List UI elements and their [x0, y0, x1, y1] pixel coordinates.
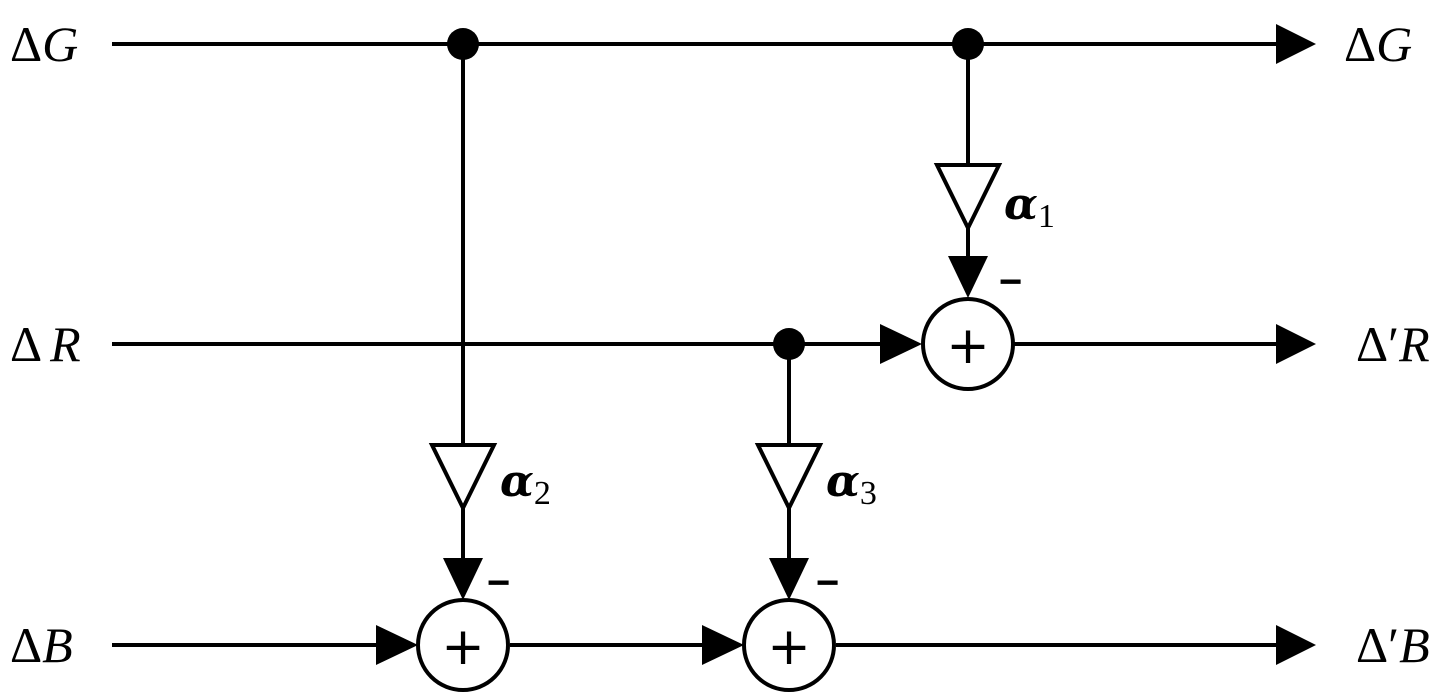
- b-output-arrowhead: [1276, 625, 1316, 665]
- g-junction-dot-1: [447, 28, 479, 60]
- sum-r-plus-sign: +: [946, 316, 990, 376]
- gain-a2-label: α2: [500, 456, 551, 512]
- sum-b2-plus-sign: +: [767, 617, 811, 677]
- gain-a1-triangle: [933, 163, 1003, 233]
- input-label-delta-g: ΔG: [10, 16, 78, 72]
- gain-a2-triangle: [428, 443, 498, 513]
- b-into-sum2-arrowhead: [702, 625, 744, 665]
- sum-b1-minus-sign: −: [487, 561, 510, 605]
- b-into-sum1-arrowhead: [376, 625, 418, 665]
- output-label-delta-prime-r: Δ′R: [1356, 316, 1430, 372]
- sum-b1-plus-sign: +: [441, 617, 485, 677]
- gain-a1-label: α1: [1004, 179, 1055, 235]
- a3-into-sum-arrowhead: [769, 558, 809, 600]
- a1-into-sum-arrowhead: [948, 256, 988, 298]
- gain-a3-label: α3: [826, 456, 877, 512]
- sum-r-minus-sign: −: [999, 260, 1022, 304]
- g-output-arrowhead: [1276, 24, 1316, 64]
- r-output-arrowhead: [1276, 324, 1316, 364]
- a2-into-sum-arrowhead: [443, 558, 483, 600]
- sum-b2-minus-sign: −: [816, 561, 839, 605]
- gain-a3-triangle: [754, 443, 824, 513]
- r-junction-dot: [773, 328, 805, 360]
- output-label-delta-prime-b: Δ′B: [1356, 617, 1430, 673]
- r-into-sum-arrowhead: [880, 324, 922, 364]
- input-label-delta-b: ΔB: [10, 617, 73, 673]
- g-junction-dot-2: [952, 28, 984, 60]
- summing-junction-r: [921, 297, 1015, 391]
- output-label-delta-g: ΔG: [1344, 16, 1412, 72]
